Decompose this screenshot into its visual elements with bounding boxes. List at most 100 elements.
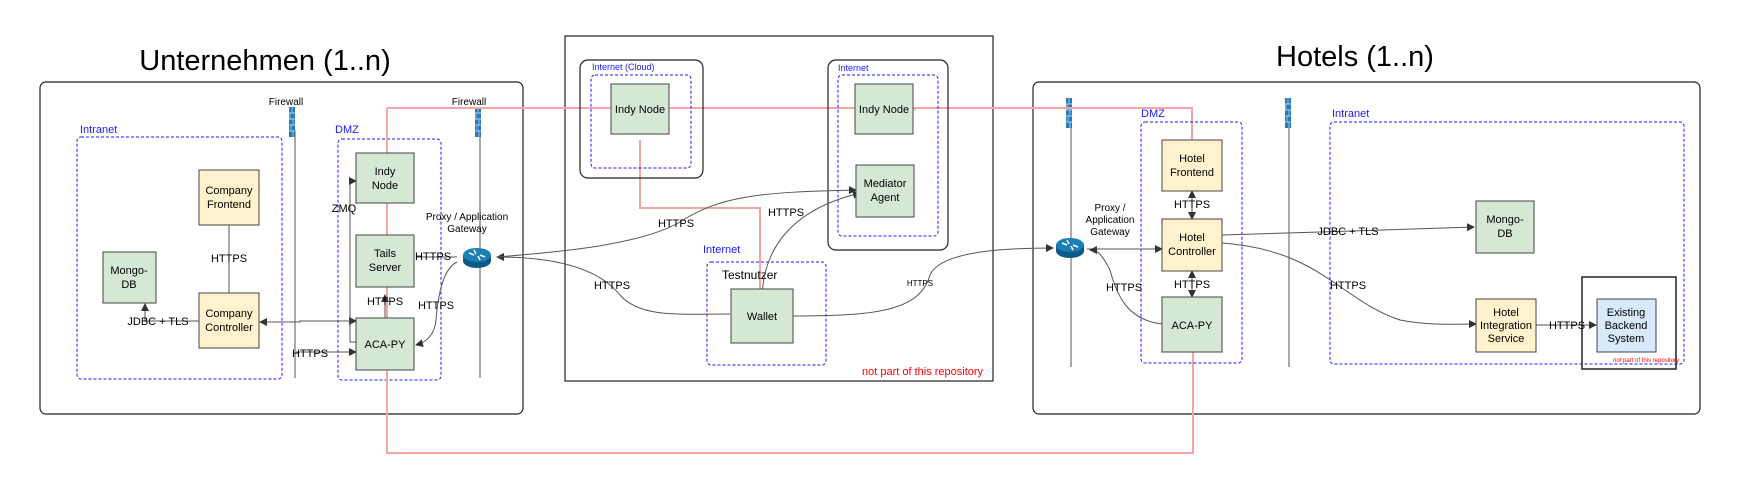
company-intranet-label: Intranet [80,124,117,136]
wallet-node: Wallet [730,288,794,344]
svg-text:Existing: Existing [1607,307,1646,319]
https-label-proxy-acapy: HTTPS [418,300,454,312]
https-label-proxy-tails: HTTPS [415,251,451,263]
firewall-label-2: Firewall [452,97,486,108]
hotel-frontend-node: Hotel Frontend [1161,139,1223,192]
svg-text:Controller: Controller [205,322,253,334]
company-boundary [39,81,524,415]
https-label-hotel-integration: HTTPS [1330,280,1366,292]
svg-text:Backend: Backend [1605,320,1648,332]
hotels-title: Hotels (1..n) [1276,41,1434,73]
svg-text:Company: Company [205,308,253,320]
https-label-hotel-proxy: HTTPS [1106,282,1142,294]
company-mongo-node: Mongo- DB [102,251,157,304]
internet-user-label: Internet [703,244,740,256]
svg-text:Tails: Tails [374,248,397,260]
svg-text:Service: Service [1488,333,1525,345]
svg-text:DB: DB [121,279,136,291]
svg-text:DB: DB [1497,228,1512,240]
https-label-hotel-frontend: HTTPS [1174,199,1210,211]
hotel-proxy-router-icon [1055,237,1085,259]
https-label-wallet-right: HTTPS [907,279,933,288]
svg-text:Indy: Indy [375,166,396,178]
company-title: Unternehmen (1..n) [139,45,390,77]
not-repo-note: not part of this repository [862,366,984,378]
https-label-hotel-acapy: HTTPS [1174,279,1210,291]
internet-cloud-label: Internet (Cloud) [592,62,655,72]
svg-text:Mediator: Mediator [864,178,907,190]
hotel-dmz-zone [1140,121,1243,364]
svg-text:Hotel: Hotel [1493,307,1519,319]
internet-user-zone [706,261,827,366]
company-dmz-label: DMZ [335,124,359,136]
firewall-icon-2 [474,106,482,138]
internet-mediator-zone [837,74,939,237]
https-label-wallet-left: HTTPS [594,280,630,292]
svg-text:Controller: Controller [1168,246,1216,258]
svg-text:Frontend: Frontend [207,199,251,211]
svg-text:Node: Node [372,180,398,192]
https-label-frontend-controller: HTTPS [211,253,247,265]
svg-text:Mongo-: Mongo- [1486,214,1524,226]
svg-text:Indy Node: Indy Node [615,104,665,116]
edge-labels: HTTPS JDBC + TLS HTTPS ZMQ HTTPS HTTPS H… [127,199,1585,360]
svg-text:Hotel: Hotel [1179,153,1205,165]
hotel-integration-node: Hotel Integration Service [1475,298,1537,353]
https-label-tails: HTTPS [367,296,403,308]
not-repo-small-note: not part of this repository [1613,358,1679,364]
https-label-mediator: HTTPS [658,218,694,230]
hotel-intranet-zone [1329,121,1685,365]
company-proxy-label-1: Proxy / Application [426,212,508,223]
existing-backend-node: Existing Backend System [1596,298,1657,353]
company-proxy-label-2: Gateway [447,224,486,235]
connections [141,177,1597,356]
svg-text:Mongo-: Mongo- [110,265,148,277]
svg-text:Indy Node: Indy Node [859,104,909,116]
hotel-proxy-label-1: Proxy / [1094,203,1125,214]
mediator-agent-node: Mediator Agent [855,164,915,218]
indy-cloud-node: Indy Node [610,83,670,135]
company-frontend-node: Company Frontend [198,169,260,226]
hotel-dmz-label: DMZ [1141,108,1165,120]
existing-backend-boundary [1581,276,1677,370]
svg-text:System: System [1608,333,1645,345]
svg-text:Frontend: Frontend [1170,167,1214,179]
internet-cloud-box [579,59,704,179]
svg-text:Server: Server [369,262,402,274]
hotel-proxy-label-3: Gateway [1090,227,1129,238]
company-proxy-router-icon [462,247,492,269]
internet-boundary [564,35,994,382]
company-acapy-node: ACA-PY [355,317,415,371]
https-label-company-acapy: HTTPS [292,348,328,360]
svg-text:Agent: Agent [871,192,900,204]
indy-internet-node: Indy Node [854,83,914,135]
svg-text:Wallet: Wallet [747,311,777,323]
firewall-icon-4 [1284,97,1292,129]
zmq-label: ZMQ [332,203,357,215]
firewall-icon-1 [288,106,296,138]
svg-text:Company: Company [205,185,253,197]
company-dmz-zone [337,138,442,381]
hotel-mongo-node: Mongo- DB [1475,200,1535,254]
tails-server-node: Tails Server [355,234,415,288]
company-intranet-zone [76,136,283,380]
hotel-acapy-node: ACA-PY [1161,296,1223,353]
firewall-icon-3 [1065,97,1073,129]
svg-text:Integration: Integration [1480,320,1532,332]
company-controller-node: Company Controller [198,292,260,349]
internet-mediator-label: Internet [838,63,869,73]
hotel-controller-node: Hotel Controller [1161,218,1223,272]
svg-text:Hotel: Hotel [1179,232,1205,244]
jdbc-label-hotel: JDBC + TLS [1317,226,1378,238]
https-label-wallet-mediator: HTTPS [768,207,804,219]
firewall-label-1: Firewall [269,97,303,108]
svg-text:ACA-PY: ACA-PY [1172,320,1214,332]
company-indy-node: Indy Node [355,152,415,204]
svg-text:ACA-PY: ACA-PY [365,339,407,351]
ledger-connections [386,107,1194,454]
internet-cloud-zone [590,74,692,169]
testnutzer-label: Testnutzer [722,268,777,282]
https-label-backend: HTTPS [1549,320,1585,332]
